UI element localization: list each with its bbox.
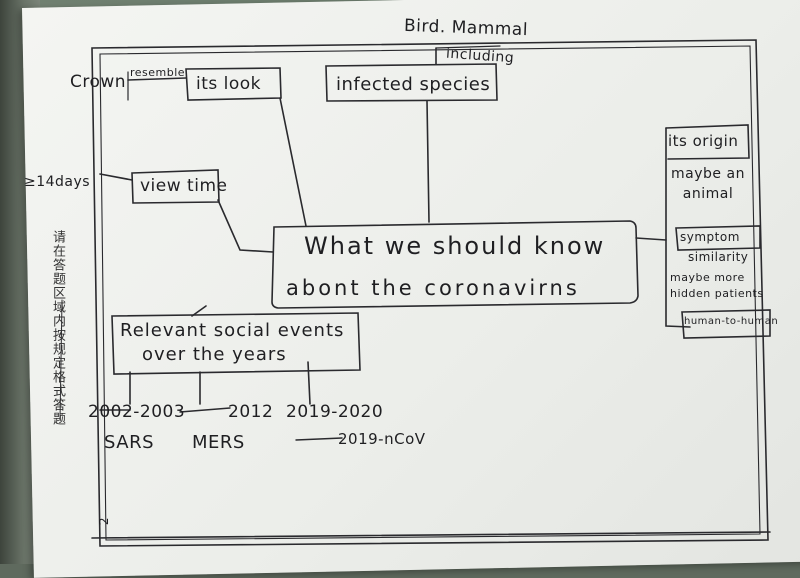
line-view-time [217, 199, 274, 253]
label-infected-species: infected species [336, 74, 491, 95]
symptom-note: maybe more hidden patients [670, 271, 764, 300]
bottom-rule [91, 531, 771, 539]
label-its-look: its look [196, 74, 262, 94]
center-topic-line1: What we should know [304, 232, 606, 260]
look-note-crown: Crown [70, 72, 127, 92]
line-right [635, 237, 667, 241]
label-view-time: view time [140, 176, 228, 196]
page-number: 2 [97, 516, 112, 526]
symptom-similarity: similarity [688, 250, 749, 264]
box-social-events [111, 312, 361, 375]
label-symptom: symptom [680, 230, 740, 244]
event-name-1: SARS [104, 432, 155, 453]
box-its-origin [665, 124, 750, 160]
box-center-topic [271, 220, 639, 309]
look-note-resemble: resemble [130, 66, 186, 79]
page-frame-inner [99, 45, 761, 541]
event-years-3: 2019-2020 [286, 402, 384, 422]
box-symptom [675, 225, 761, 251]
event-name-2: MERS [192, 432, 245, 453]
margin-rule [59, 299, 63, 421]
line-crown [127, 77, 187, 81]
events-label-line2: over the years [142, 344, 287, 365]
box-its-look [185, 67, 282, 101]
line-events [191, 305, 207, 317]
origin-note: maybe an animal [671, 166, 745, 202]
event-years-2: 2012 [228, 402, 274, 422]
mind-map-ink [59, 39, 771, 547]
line-species [426, 100, 430, 223]
line-days [99, 173, 133, 181]
label-human-to-human: human-to-human [684, 316, 779, 327]
center-topic-line2: abont the coronavirns [286, 276, 580, 300]
bracket-right [665, 127, 691, 328]
event-years-1: 2002-2003 [88, 402, 186, 422]
line-look [279, 97, 307, 227]
label-its-origin: its origin [668, 132, 739, 150]
margin-note: 请在答题区域内按规定格式答题 [50, 230, 65, 426]
page-frame-outer [91, 39, 769, 547]
species-examples: Bird. Mammal [403, 15, 529, 41]
event-name-3: 2019-nCoV [338, 430, 426, 448]
view-time-note: ≥14days [24, 174, 91, 190]
box-human-to-human [681, 309, 771, 339]
events-label-line1: Relevant social events [120, 320, 345, 341]
box-infected-species [325, 63, 498, 102]
